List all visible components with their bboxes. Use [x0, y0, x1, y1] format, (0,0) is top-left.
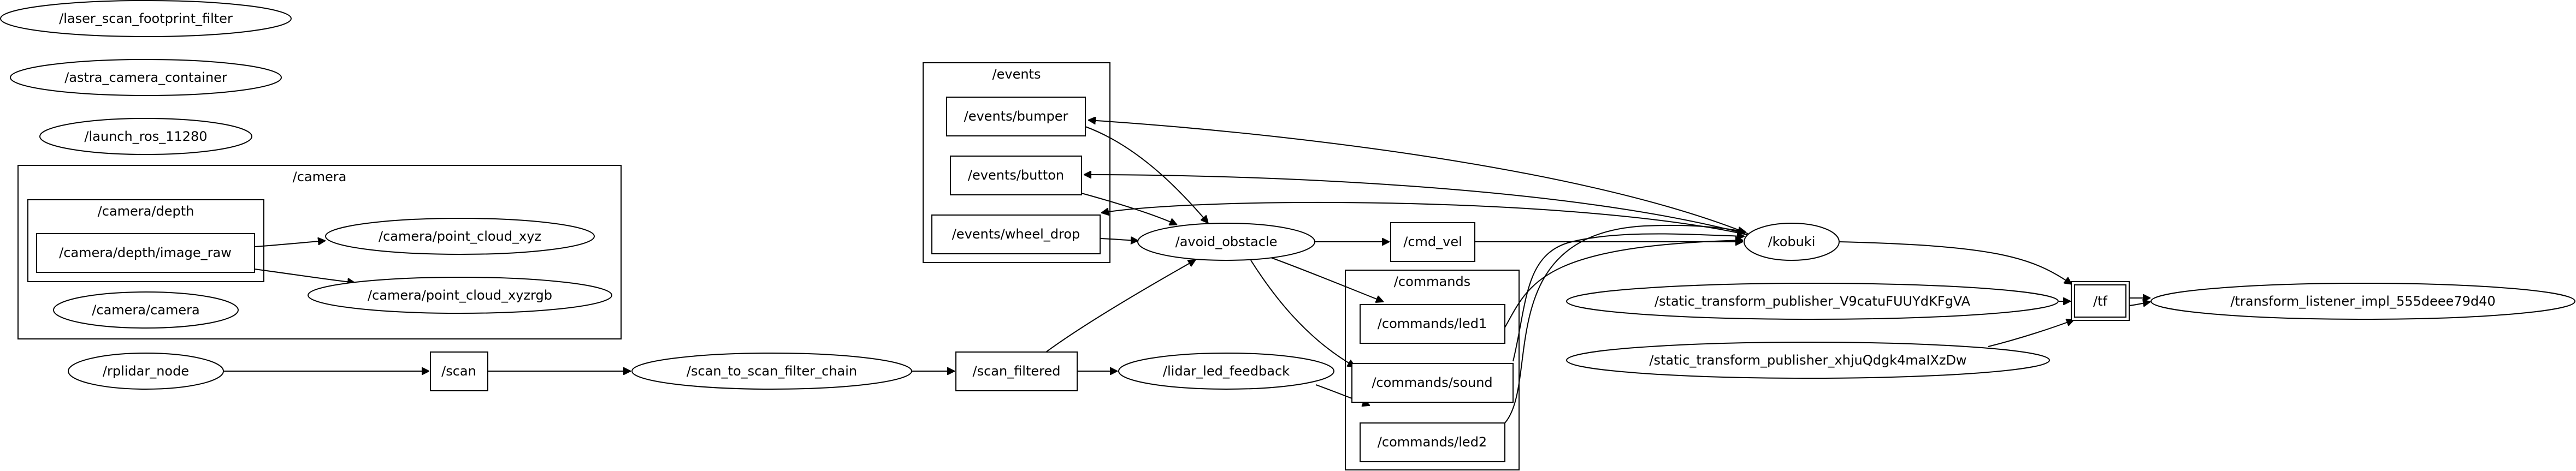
cluster-events: /events	[923, 62, 1110, 263]
node-label: /rplidar_node	[103, 363, 189, 379]
node-events-wheel-drop[interactable]: /events/wheel_drop	[931, 214, 1101, 254]
node-label: /transform_listener_impl_555deee79d40	[2230, 294, 2495, 309]
node-label: /commands/led1	[1378, 316, 1487, 331]
cluster-camera-depth-label: /camera/depth	[98, 204, 194, 219]
node-commands-led1[interactable]: /commands/led1	[1360, 304, 1505, 344]
node-events-bumper[interactable]: /events/bumper	[946, 97, 1086, 136]
node-label: /camera/point_cloud_xyz	[379, 229, 541, 244]
node-label: /camera/point_cloud_xyzrgb	[368, 288, 552, 303]
edge-tf-to-transform-listener-2	[2129, 302, 2150, 306]
node-avoid-obstacle[interactable]: /avoid_obstacle	[1137, 223, 1315, 261]
node-astra-camera-container[interactable]: /astra_camera_container	[10, 59, 282, 96]
node-cmd-vel[interactable]: /cmd_vel	[1390, 222, 1475, 262]
node-scan[interactable]: /scan	[430, 351, 488, 391]
node-tf[interactable]: /tf	[2071, 281, 2130, 321]
node-label: /commands/led2	[1378, 434, 1487, 450]
node-laser-scan-footprint-filter[interactable]: /laser_scan_footprint_filter	[0, 0, 292, 37]
cluster-commands-label: /commands	[1394, 274, 1470, 289]
node-label: /laser_scan_footprint_filter	[59, 11, 233, 26]
node-launch-ros[interactable]: /launch_ros_11280	[39, 118, 252, 155]
node-label: /static_transform_publisher_V9catuFUUYdK…	[1655, 294, 1971, 309]
node-camera-point-cloud-xyz[interactable]: /camera/point_cloud_xyz	[325, 218, 595, 255]
node-transform-listener[interactable]: /transform_listener_impl_555deee79d40	[2150, 283, 2575, 320]
node-label: /events/button	[968, 168, 1064, 183]
edge-led1-to-kobuki	[1504, 240, 1743, 328]
edge-lidar-led-to-led2	[1315, 384, 1370, 406]
node-static-transform-publisher-b[interactable]: /static_transform_publisher_xhjuQdgk4maI…	[1566, 342, 2050, 379]
node-label: /scan_to_scan_filter_chain	[687, 363, 857, 379]
node-label: /commands/sound	[1372, 375, 1492, 390]
cluster-events-label: /events	[992, 67, 1041, 82]
node-commands-led2[interactable]: /commands/led2	[1360, 422, 1505, 462]
edge-wheel-drop-to-avoid-obstacle	[1100, 239, 1138, 241]
cluster-camera-depth: /camera/depth	[27, 199, 264, 282]
edge-kobuki-to-button	[1084, 175, 1746, 234]
edge-avoid-obstacle-to-led1	[1269, 257, 1384, 302]
cluster-commands: /commands	[1345, 270, 1520, 470]
node-label: /camera/depth/image_raw	[59, 245, 232, 260]
node-label: /events/bumper	[964, 109, 1068, 124]
node-camera-depth-image-raw[interactable]: /camera/depth/image_raw	[36, 233, 255, 273]
node-label: /scan_filtered	[972, 363, 1060, 379]
edge-image-raw-to-point-cloud-xyzrgb	[254, 269, 355, 283]
node-label: /camera/camera	[92, 302, 199, 318]
edge-kobuki-to-bumper	[1088, 120, 1748, 234]
cluster-camera: /camera	[17, 165, 622, 339]
node-label: /kobuki	[1768, 234, 1816, 249]
node-label: /lidar_led_feedback	[1163, 363, 1290, 379]
edge-scan-filtered-to-avoid-obstacle	[1045, 259, 1196, 353]
node-scan-to-scan-filter-chain[interactable]: /scan_to_scan_filter_chain	[631, 353, 912, 390]
node-static-transform-publisher-a[interactable]: /static_transform_publisher_V9catuFUUYdK…	[1566, 283, 2059, 320]
node-scan-filtered[interactable]: /scan_filtered	[955, 351, 1078, 391]
edge-kobuki-to-tf	[1838, 241, 2072, 284]
node-rplidar-node[interactable]: /rplidar_node	[68, 353, 224, 390]
node-camera-point-cloud-xyzrgb[interactable]: /camera/point_cloud_xyzrgb	[308, 277, 612, 314]
node-label: /events/wheel_drop	[952, 226, 1080, 242]
cluster-camera-label: /camera	[293, 169, 347, 184]
edge-avoid-obstacle-to-sound	[1250, 260, 1355, 367]
edge-static-b-to-tf	[1988, 320, 2074, 347]
edge-sound-to-kobuki	[1512, 234, 1745, 362]
node-lidar-led-feedback[interactable]: /lidar_led_feedback	[1118, 353, 1334, 390]
edge-kobuki-to-wheel-drop	[1101, 201, 1747, 235]
node-label: /avoid_obstacle	[1175, 234, 1278, 249]
node-label: /static_transform_publisher_xhjuQdgk4maI…	[1649, 353, 1966, 368]
node-label: /astra_camera_container	[64, 70, 227, 85]
edge-bumper-to-avoid-obstacle	[1085, 126, 1208, 223]
node-camera-camera[interactable]: /camera/camera	[53, 291, 239, 329]
node-label: /cmd_vel	[1403, 234, 1462, 249]
node-label: /launch_ros_11280	[84, 129, 207, 144]
node-kobuki[interactable]: /kobuki	[1744, 223, 1840, 261]
edge-button-to-avoid-obstacle	[1081, 193, 1177, 225]
node-label: /tf	[2093, 294, 2107, 309]
node-events-button[interactable]: /events/button	[950, 156, 1082, 195]
edges	[223, 120, 2150, 424]
edge-image-raw-to-point-cloud-xyz	[254, 241, 326, 247]
node-commands-sound[interactable]: /commands/sound	[1351, 363, 1514, 403]
node-label: /scan	[441, 363, 476, 379]
edge-led2-to-kobuki	[1504, 224, 1746, 424]
